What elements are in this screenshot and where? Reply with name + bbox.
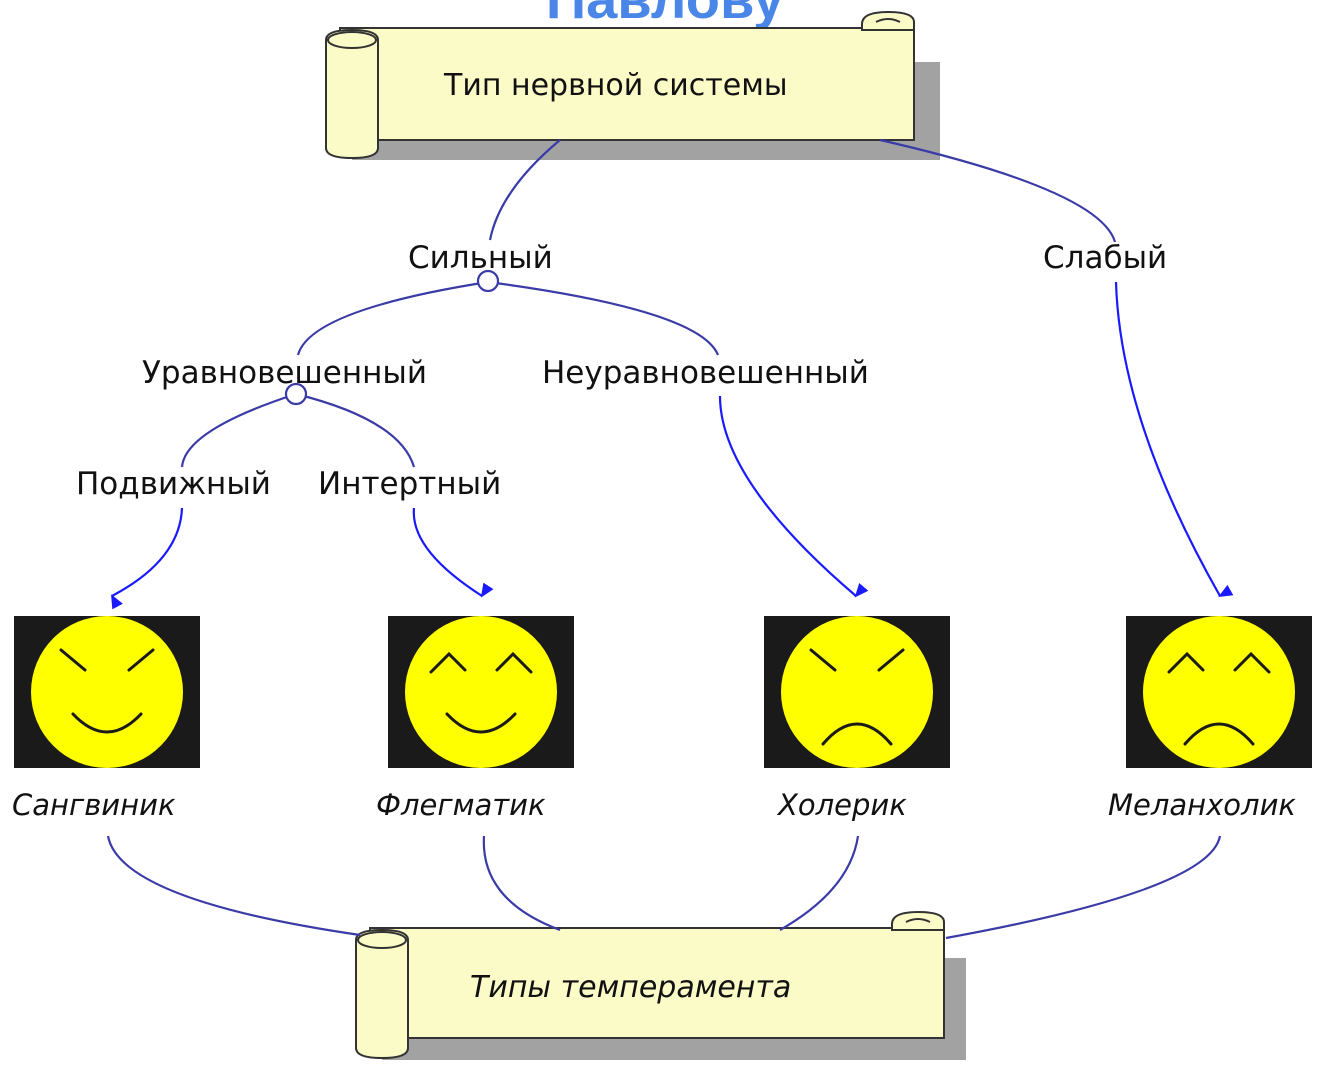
mouth-frown [821,722,893,746]
node-weak: Слабый [1043,240,1168,276]
line-top-to-weak [879,138,1117,243]
right-brow [877,648,905,672]
face-circle [31,616,183,768]
face-melancholic [1126,616,1312,768]
mouth-frown [1183,722,1255,746]
bottom-scroll [355,910,966,1060]
face-circle [1143,616,1295,768]
left-brow [1167,651,1205,674]
line-strong-to-unbalanced [487,280,720,356]
node-strong: Сильный [408,240,553,276]
arrow-weak-to-melancholic [1114,281,1234,597]
temperament-label-melancholic: Меланхолик [1108,788,1296,822]
right-brow [127,648,155,672]
line-sanguine-to-types [106,835,361,937]
mouth-smile [445,712,517,734]
left-brow [429,651,467,674]
mouth-smile [71,712,143,734]
face-circle [781,616,933,768]
left-brow [59,648,87,672]
line-strong-to-balanced [296,280,489,356]
face-choleric [764,616,950,768]
junction-balanced [284,382,308,406]
top-scroll-label: Тип нервной системы [444,68,788,103]
arrow-unbalanced-to-choleric [718,395,869,598]
page-title-partial: Павлову [0,0,1330,31]
right-brow [1233,651,1271,674]
faces-group [14,616,1312,768]
right-brow [495,651,533,674]
node-unbalanced: Неуравновешенный [542,355,869,391]
line-top-to-strong [488,139,561,241]
temperament-label-sanguine: Сангвиник [12,788,176,822]
line-choleric-to-types [779,835,860,931]
line-melancholic-to-types [945,835,1222,940]
face-circle [405,616,557,768]
arrow-mobile-to-sanguine [111,507,184,610]
node-inert: Интертный [318,466,502,502]
top-scroll [325,10,940,160]
left-brow [809,648,837,672]
arrow-inert-to-phlegmatic [412,507,494,598]
line-phlegmatic-to-types [482,835,561,932]
line-balanced-to-inert [295,392,416,468]
node-mobile: Подвижный [76,466,271,502]
temperament-label-phlegmatic: Флегматик [376,788,546,822]
connector-lines [106,138,1222,940]
temperament-label-choleric: Холерик [778,788,907,822]
face-phlegmatic [388,616,574,768]
junction-strong [476,269,500,293]
arrow-lines [111,281,1234,610]
node-balanced: Уравновешенный [142,355,428,391]
bottom-scroll-label: Типы темперамента [470,970,792,1005]
line-balanced-to-mobile [180,392,297,468]
face-sanguine [14,616,200,768]
